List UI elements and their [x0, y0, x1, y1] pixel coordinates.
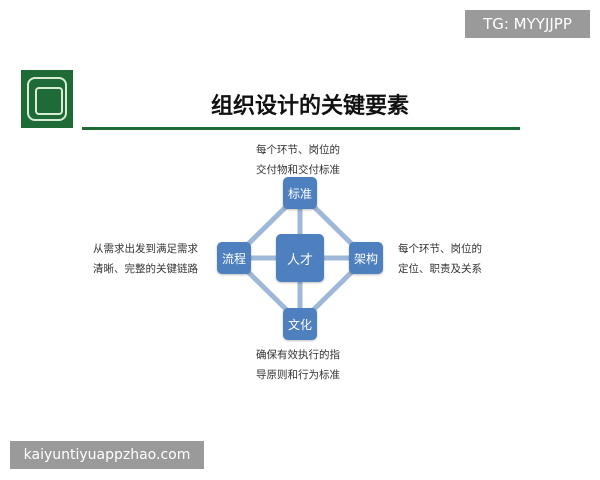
desc-bottom-line-2: 导原则和行为标准: [256, 369, 340, 381]
logo-mark: [27, 77, 67, 121]
watermark-top: TG: MYYJJPP: [465, 10, 590, 38]
desc-top-line-1: 每个环节、岗位的: [256, 144, 340, 156]
logo: [21, 70, 73, 128]
desc-right: 每个环节、岗位的 定位、职责及关系: [398, 239, 482, 279]
node-structure: 架构: [349, 242, 383, 274]
desc-top-line-2: 交付物和交付标准: [256, 164, 340, 176]
node-standard: 标准: [283, 177, 317, 209]
node-culture: 文化: [283, 308, 317, 340]
page-title: 组织设计的关键要素: [210, 94, 409, 119]
desc-bottom: 确保有效执行的指 导原则和行为标准: [256, 345, 340, 385]
node-talent: 人才: [276, 234, 324, 282]
desc-left: 从需求出发到满足需求 清晰、完整的关键链路: [93, 239, 198, 279]
desc-right-line-1: 每个环节、岗位的: [398, 243, 482, 255]
desc-left-line-2: 清晰、完整的关键链路: [93, 263, 198, 275]
desc-bottom-line-1: 确保有效执行的指: [256, 349, 340, 361]
desc-left-line-1: 从需求出发到满足需求: [93, 243, 198, 255]
title-underline: [82, 127, 520, 130]
desc-right-line-2: 定位、职责及关系: [398, 263, 482, 275]
desc-top: 每个环节、岗位的 交付物和交付标准: [256, 140, 340, 180]
watermark-bottom: kaiyuntiyuappzhao.com: [10, 441, 204, 469]
node-process: 流程: [217, 242, 251, 274]
